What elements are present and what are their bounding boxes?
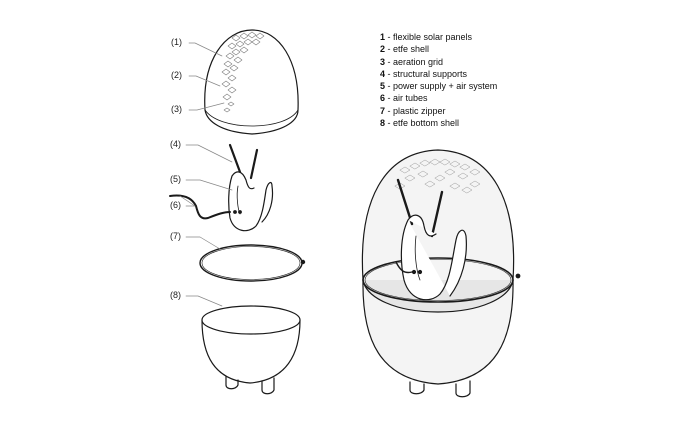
- legend-text: - air tubes: [385, 93, 428, 104]
- legend-item-3: 3 - aeration grid: [380, 56, 497, 68]
- legend-item-6: 6 - air tubes: [380, 92, 497, 104]
- callout-5: (5): [170, 174, 181, 184]
- legend-num: 5: [380, 81, 386, 92]
- exploded-top-shell: [204, 29, 299, 135]
- legend-num: 2: [380, 44, 386, 55]
- legend-text: - plastic zipper: [385, 105, 446, 116]
- legend-num: 4: [380, 68, 386, 79]
- callout-1: (1): [171, 37, 182, 47]
- legend-item-4: 4 - structural supports: [380, 68, 497, 80]
- callout-3: (3): [171, 104, 182, 114]
- legend-num: 6: [380, 93, 386, 104]
- legend-item-1: 1 - flexible solar panels: [380, 31, 497, 43]
- legend-num: 7: [380, 105, 386, 116]
- assembled-power-unit: [395, 214, 467, 301]
- legend-item-7: 7 - plastic zipper: [380, 105, 497, 117]
- exploded-structural-supports: [228, 143, 259, 180]
- callout-8: (8): [170, 290, 181, 300]
- exploded-air-tube: [169, 194, 231, 220]
- exploded-power-unit: [228, 171, 274, 232]
- exploded-zipper-ring: [199, 244, 306, 282]
- legend-num: 3: [380, 56, 386, 67]
- legend-text: - aeration grid: [385, 56, 444, 67]
- legend-text: - structural supports: [385, 68, 468, 79]
- legend-num: 1: [380, 32, 386, 42]
- legend-item-5: 5 - power supply + air system: [380, 80, 497, 92]
- legend-text: - power supply + air system: [385, 81, 498, 92]
- legend-text: - etfe shell: [385, 44, 430, 55]
- legend-item-8: 8 - etfe bottom shell: [380, 117, 497, 129]
- callout-2: (2): [171, 70, 182, 80]
- legend-item-2: 2 - etfe shell: [380, 43, 497, 55]
- legend: 1 - flexible solar panels 2 - etfe shell…: [380, 31, 497, 129]
- assembled-structural-supports: [396, 178, 444, 238]
- callout-7: (7): [170, 231, 181, 241]
- callout-4: (4): [170, 139, 181, 149]
- assembled-pod: [361, 149, 521, 398]
- solar-panel-pattern-exploded: [221, 31, 265, 113]
- callout-6: (6): [170, 200, 181, 210]
- legend-text: - flexible solar panels: [385, 32, 473, 42]
- legend-num: 8: [380, 118, 386, 129]
- leader-lines: [179, 42, 233, 307]
- legend-text: - etfe bottom shell: [385, 118, 460, 129]
- exploded-bottom-shell: [201, 305, 301, 395]
- solar-panel-pattern-assembled: [394, 158, 481, 194]
